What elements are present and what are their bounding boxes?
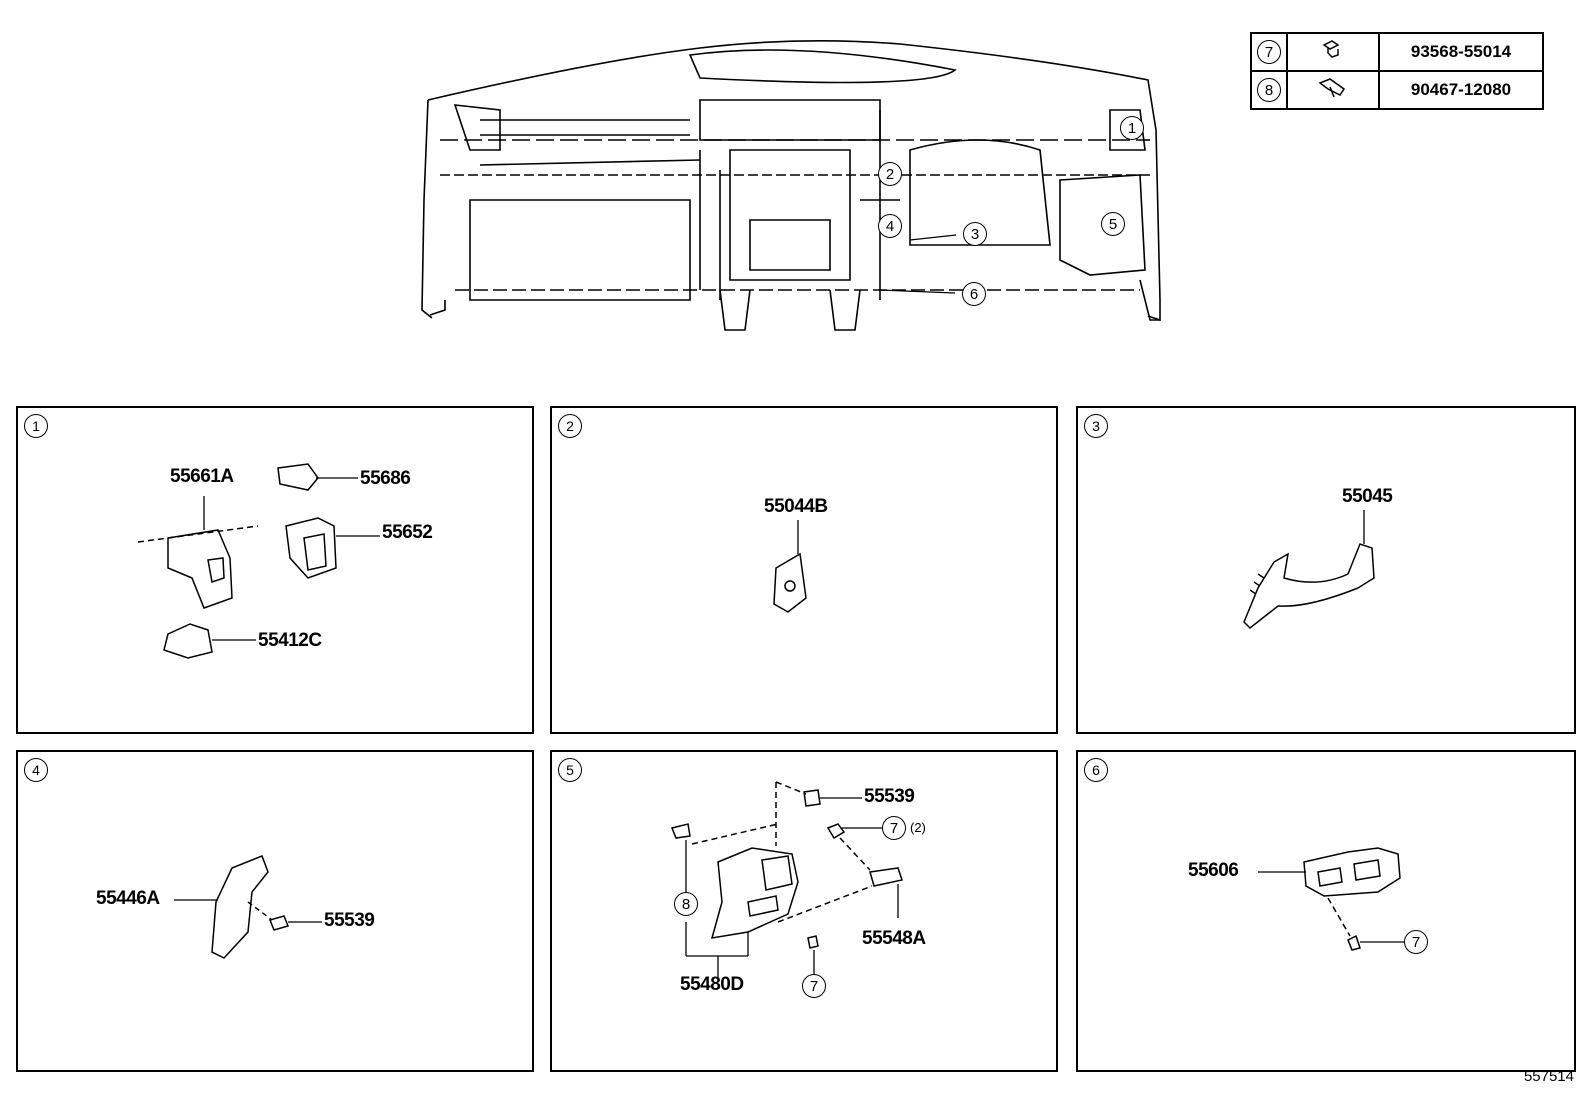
part-label: 55480D bbox=[680, 974, 744, 995]
panel-6-drawing bbox=[1258, 847, 1404, 951]
panel-1-drawing bbox=[137, 463, 380, 659]
part-label: 55044B bbox=[764, 496, 828, 517]
overview-callout: 4 bbox=[878, 214, 902, 238]
detail-panel-2: 2 55044B bbox=[550, 406, 1058, 734]
part-label: 55686 bbox=[360, 468, 411, 489]
detail-panel-6: 6 55606 7 bbox=[1076, 750, 1576, 1072]
part-label: 55548A bbox=[862, 928, 926, 949]
diagram-id: 557514 bbox=[1523, 1068, 1574, 1085]
legend-part-number: 90467-12080 bbox=[1378, 70, 1544, 110]
legend-part-number: 93568-55014 bbox=[1378, 32, 1544, 72]
panel-number: 2 bbox=[558, 414, 582, 438]
detail-panel-3: 3 55045 bbox=[1076, 406, 1576, 734]
part-label: 55539 bbox=[864, 786, 915, 807]
detail-panel-5: 5 55539 7 (2) bbox=[550, 750, 1058, 1072]
clip-icon bbox=[1318, 77, 1346, 97]
ref-circle: 7 bbox=[802, 974, 826, 998]
legend-row: 8 90467-12080 bbox=[1250, 70, 1544, 110]
ref-circle: 7 bbox=[882, 816, 906, 840]
overview-callout: 2 bbox=[878, 162, 902, 186]
panel-3-drawing bbox=[1243, 510, 1375, 630]
part-label: 55652 bbox=[382, 522, 433, 543]
bolt-icon bbox=[1322, 39, 1340, 58]
part-label: 55045 bbox=[1342, 486, 1393, 507]
overview-callout: 1 bbox=[1120, 116, 1144, 140]
overview-callout: 3 bbox=[963, 222, 987, 246]
ref-circle: 7 bbox=[1257, 40, 1281, 64]
panel-4-drawing bbox=[174, 855, 322, 959]
quantity-note: (2) bbox=[910, 820, 926, 835]
ref-circle: 7 bbox=[1404, 930, 1428, 954]
part-label: 55539 bbox=[324, 910, 375, 931]
panel-number: 1 bbox=[24, 414, 48, 438]
legend-row: 7 93568-55014 bbox=[1250, 32, 1544, 72]
part-label: 55446A bbox=[96, 888, 160, 909]
panel-5-drawing bbox=[670, 781, 903, 978]
panel-number: 6 bbox=[1084, 758, 1108, 782]
part-label: 55661A bbox=[170, 466, 234, 487]
ref-circle: 8 bbox=[1257, 78, 1281, 102]
panel-2-drawing bbox=[773, 520, 807, 613]
panel-number: 4 bbox=[24, 758, 48, 782]
overview-callout: 5 bbox=[1101, 212, 1125, 236]
fastener-legend: 7 93568-55014 8 90467-12080 bbox=[1250, 32, 1544, 110]
part-label: 55606 bbox=[1188, 860, 1239, 881]
detail-panel-1: 1 55661A 55686 55652 55412C bbox=[16, 406, 534, 734]
panel-number: 3 bbox=[1084, 414, 1108, 438]
ref-circle: 8 bbox=[674, 892, 698, 916]
dashboard-overview-drawing bbox=[421, 40, 1161, 331]
panel-number: 5 bbox=[558, 758, 582, 782]
detail-panel-4: 4 55446A 55539 bbox=[16, 750, 534, 1072]
overview-callout: 6 bbox=[962, 282, 986, 306]
part-label: 55412C bbox=[258, 630, 322, 651]
